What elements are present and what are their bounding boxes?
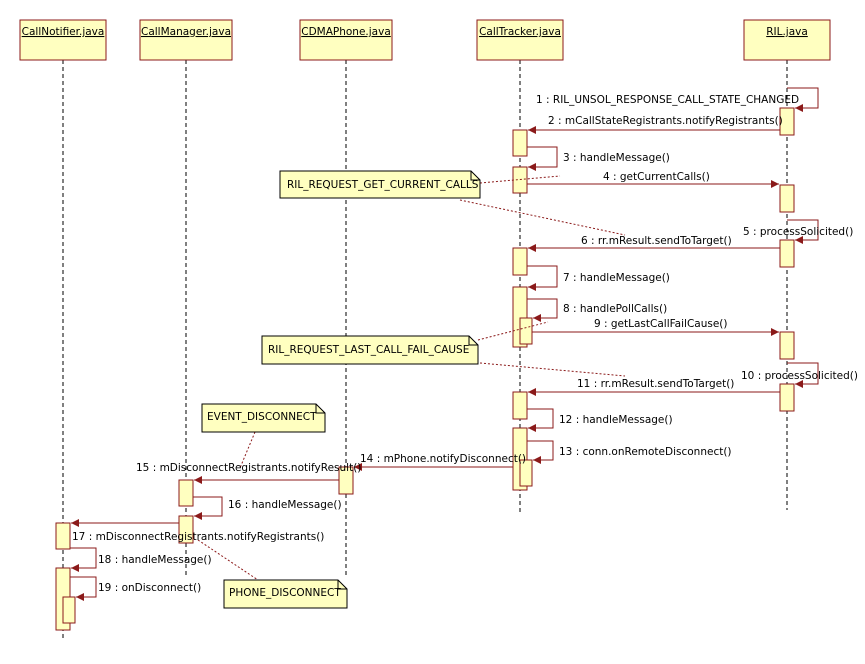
activation-bar [779,184,795,213]
message-13[interactable]: 13 : conn.onRemoteDisconnect() [527,440,732,464]
note-label: RIL_REQUEST_LAST_CALL_FAIL_CAUSE [268,344,469,356]
note-connector [479,362,626,377]
lifeline-headers: CallNotifier.java CallManager.java CDMAP… [19,19,831,61]
message-18[interactable]: 18 : handleMessage() [70,547,212,572]
lifeline-header-calltracker[interactable]: CallTracker.java [476,19,564,61]
message-label: 9 : getLastCallFailCause() [594,318,728,330]
message-9[interactable]: 9 : getLastCallFailCause() [532,318,779,336]
message-4[interactable]: 4 : getCurrentCalls() [527,171,779,188]
lifeline-header-cdmaphone[interactable]: CDMAPhone.java [299,19,393,61]
lifeline-label: CallManager.java [141,26,231,38]
message-label: 12 : handleMessage() [559,414,673,426]
note-phone-disconnect[interactable]: PHONE_DISCONNECT [223,579,348,609]
lifeline-label: CallTracker.java [479,26,561,38]
notes: RIL_REQUEST_GET_CURRENT_CALLS RIL_REQUES… [201,170,481,609]
lifeline-label: RIL.java [766,26,808,38]
message-label: 16 : handleMessage() [228,499,342,511]
activation-bar [178,479,194,507]
activations [55,107,795,631]
note-label: PHONE_DISCONNECT [229,587,341,599]
activation-bar [519,317,533,345]
activation-bar [779,383,795,412]
message-label: 8 : handlePollCalls() [563,303,667,315]
note-last-call-fail-cause[interactable]: RIL_REQUEST_LAST_CALL_FAIL_CAUSE [261,335,479,365]
message-label: 7 : handleMessage() [563,272,670,284]
message-label: 10 : processSolicited() [741,370,858,382]
message-10[interactable]: 10 : processSolicited() [741,362,858,388]
note-get-current-calls[interactable]: RIL_REQUEST_GET_CURRENT_CALLS [279,170,481,199]
message-1[interactable]: 1 : RIL_UNSOL_RESPONSE_CALL_STATE_CHANGE… [536,87,819,112]
message-12[interactable]: 12 : handleMessage() [527,408,673,432]
message-7[interactable]: 7 : handleMessage() [527,265,670,291]
message-label: 5 : processSolicited() [743,226,853,238]
activation-bar [779,239,795,268]
message-label: 11 : rr.mResult.sendToTarget() [577,378,734,390]
activation-bar [519,459,533,487]
message-label: 3 : handleMessage() [563,152,670,164]
message-17[interactable]: 17 : mDisconnectRegistrants.notifyRegist… [71,519,324,543]
note-label: EVENT_DISCONNECT [207,411,317,423]
lifeline-header-callnotifier[interactable]: CallNotifier.java [19,19,107,61]
message-6[interactable]: 6 : rr.mResult.sendToTarget() [528,235,780,252]
activation-bar [512,247,528,276]
message-label: 15 : mDisconnectRegistrants.notifyResult… [136,462,361,474]
activation-bar [779,107,795,136]
message-label: 19 : onDisconnect() [98,582,201,594]
activation-bar [62,596,76,624]
message-label: 14 : mPhone.notifyDisconnect() [360,453,526,465]
messages: 1 : RIL_UNSOL_RESPONSE_CALL_STATE_CHANGE… [70,87,858,601]
message-2[interactable]: 2 : mCallStateRegistrants.notifyRegistra… [528,115,783,134]
note-label: RIL_REQUEST_GET_CURRENT_CALLS [287,179,479,191]
activation-bar [178,515,194,544]
message-label: 6 : rr.mResult.sendToTarget() [581,235,732,247]
activation-bar [779,331,795,360]
note-event-disconnect[interactable]: EVENT_DISCONNECT [201,403,326,433]
message-label: 18 : handleMessage() [98,554,212,566]
message-label: 1 : RIL_UNSOL_RESPONSE_CALL_STATE_CHANGE… [536,94,799,106]
message-label: 4 : getCurrentCalls() [603,171,710,183]
lifeline-label: CallNotifier.java [22,26,105,38]
message-16[interactable]: 16 : handleMessage() [193,496,342,520]
note-connector [239,431,256,469]
note-connector [197,539,259,581]
activation-bar [512,129,528,157]
message-3[interactable]: 3 : handleMessage() [527,146,670,171]
lifeline-header-callmanager[interactable]: CallManager.java [139,19,233,61]
note-connector [477,321,549,341]
message-label: 2 : mCallStateRegistrants.notifyRegistra… [548,115,783,127]
lifeline-header-ril[interactable]: RIL.java [743,19,831,61]
lifeline-label: CDMAPhone.java [301,26,391,38]
note-connector [459,199,626,236]
message-19[interactable]: 19 : onDisconnect() [70,576,201,601]
note-connectors [197,175,626,581]
activation-bar [512,391,528,420]
message-label: 17 : mDisconnectRegistrants.notifyRegist… [72,531,324,543]
message-14[interactable]: 14 : mPhone.notifyDisconnect() [354,453,526,471]
note-connector [479,175,561,184]
message-11[interactable]: 11 : rr.mResult.sendToTarget() [528,378,780,396]
message-15[interactable]: 15 : mDisconnectRegistrants.notifyResult… [136,462,361,484]
message-5[interactable]: 5 : processSolicited() [743,219,853,244]
activation-bar [55,522,71,550]
message-label: 13 : conn.onRemoteDisconnect() [559,446,732,458]
message-8[interactable]: 8 : handlePollCalls() [527,298,667,322]
